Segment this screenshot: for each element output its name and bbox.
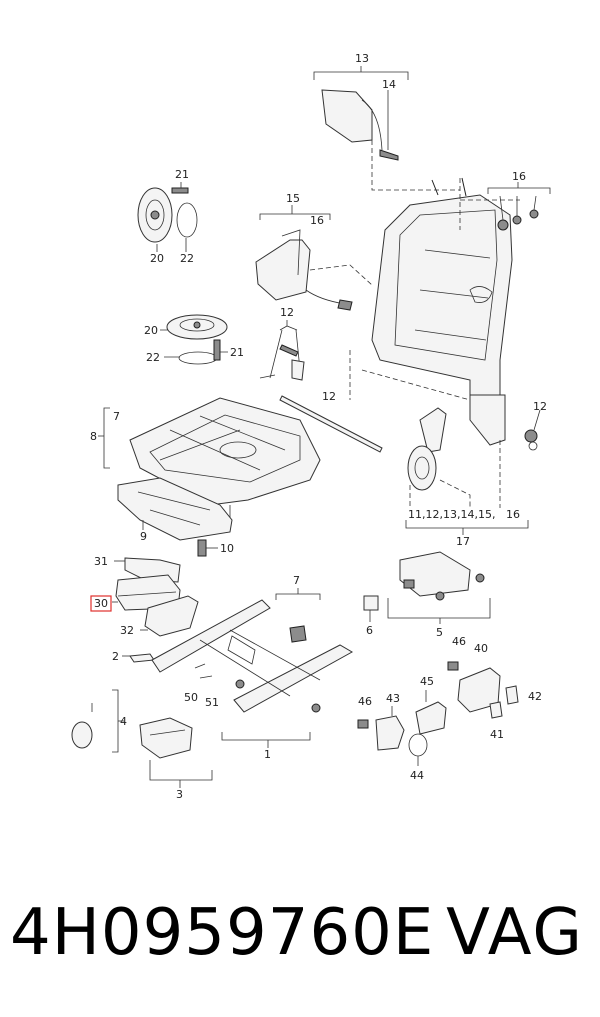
callout-17: 17: [456, 535, 470, 548]
highlight-box-30: [90, 595, 112, 612]
part-group-20-21-22-lower: [160, 314, 228, 365]
callout-43: 43: [386, 692, 400, 705]
callout-14: 14: [382, 78, 396, 91]
part-group-3-4: [71, 689, 213, 788]
callout-7-frame: 7: [113, 410, 120, 423]
brand-label: VAG: [446, 896, 584, 970]
callout-bracket-17: [405, 520, 529, 535]
parts-diagram: 13 14 16 15 16 21 20 22 20 22 21 12 12 7…: [71, 52, 551, 801]
part-rod-12: [279, 350, 471, 453]
callout-22-lower: 22: [146, 351, 160, 364]
callout-21-upper: 21: [175, 168, 189, 181]
callout-44: 44: [410, 769, 424, 782]
callout-11-15-group: 11,12,13,14,15,: [408, 508, 495, 521]
part-group-15-16: [255, 205, 373, 311]
part-group-20-21-22-upper: [137, 182, 198, 252]
callout-22-upper: 22: [180, 252, 194, 265]
part-group-30-31-32: [112, 557, 199, 637]
callout-12-rod: 12: [322, 390, 336, 403]
part-group-9-10: [117, 477, 233, 557]
callout-8: 8: [90, 430, 97, 443]
part-group-16-nuts: [487, 182, 551, 231]
callout-15: 15: [286, 192, 300, 205]
part-group-5-6: [363, 551, 491, 624]
part-group-seatback-motor: [407, 407, 541, 508]
seat-rails-assembly: [151, 588, 354, 748]
callout-46-right: 46: [452, 635, 466, 648]
callout-1: 1: [264, 748, 271, 761]
callout-40: 40: [474, 642, 488, 655]
callout-12-bolt: 12: [280, 306, 294, 319]
seat-back-frame: [371, 177, 520, 446]
callout-51: 51: [205, 696, 219, 709]
callout-30: 30: [94, 597, 108, 610]
callout-12-right: 12: [533, 400, 547, 413]
callout-50: 50: [184, 691, 198, 704]
part-number: 4H0959760E: [10, 896, 435, 970]
callout-16-recliner: 16: [310, 214, 324, 227]
callout-41: 41: [490, 728, 504, 741]
part-group-12-center: [259, 320, 305, 381]
callout-16-motor: 16: [506, 508, 520, 521]
callout-42: 42: [528, 690, 542, 703]
callout-10: 10: [220, 542, 234, 555]
callout-20-lower: 20: [144, 324, 158, 337]
callout-13: 13: [355, 52, 369, 65]
callout-3: 3: [176, 788, 183, 801]
part-group-13-14: [313, 66, 460, 191]
caption-bar: 4H0959760E VAG: [0, 888, 600, 988]
callout-21-lower: 21: [230, 346, 244, 359]
callout-9: 9: [140, 530, 147, 543]
callout-45: 45: [420, 675, 434, 688]
part-strip-2: [122, 653, 155, 663]
callout-6: 6: [366, 624, 373, 637]
callout-4: 4: [120, 715, 127, 728]
callout-labels: 13 14 16 15 16 21 20 22 20 22 21 12 12 7…: [90, 52, 547, 801]
callout-7-rails: 7: [293, 574, 300, 587]
callout-20-upper: 20: [150, 252, 164, 265]
callout-16-top-right: 16: [512, 170, 526, 183]
part-group-40-46: [357, 661, 519, 766]
callout-5: 5: [436, 626, 443, 639]
callout-31: 31: [94, 555, 108, 568]
callout-46-left: 46: [358, 695, 372, 708]
callout-32: 32: [120, 624, 134, 637]
callout-2: 2: [112, 650, 119, 663]
